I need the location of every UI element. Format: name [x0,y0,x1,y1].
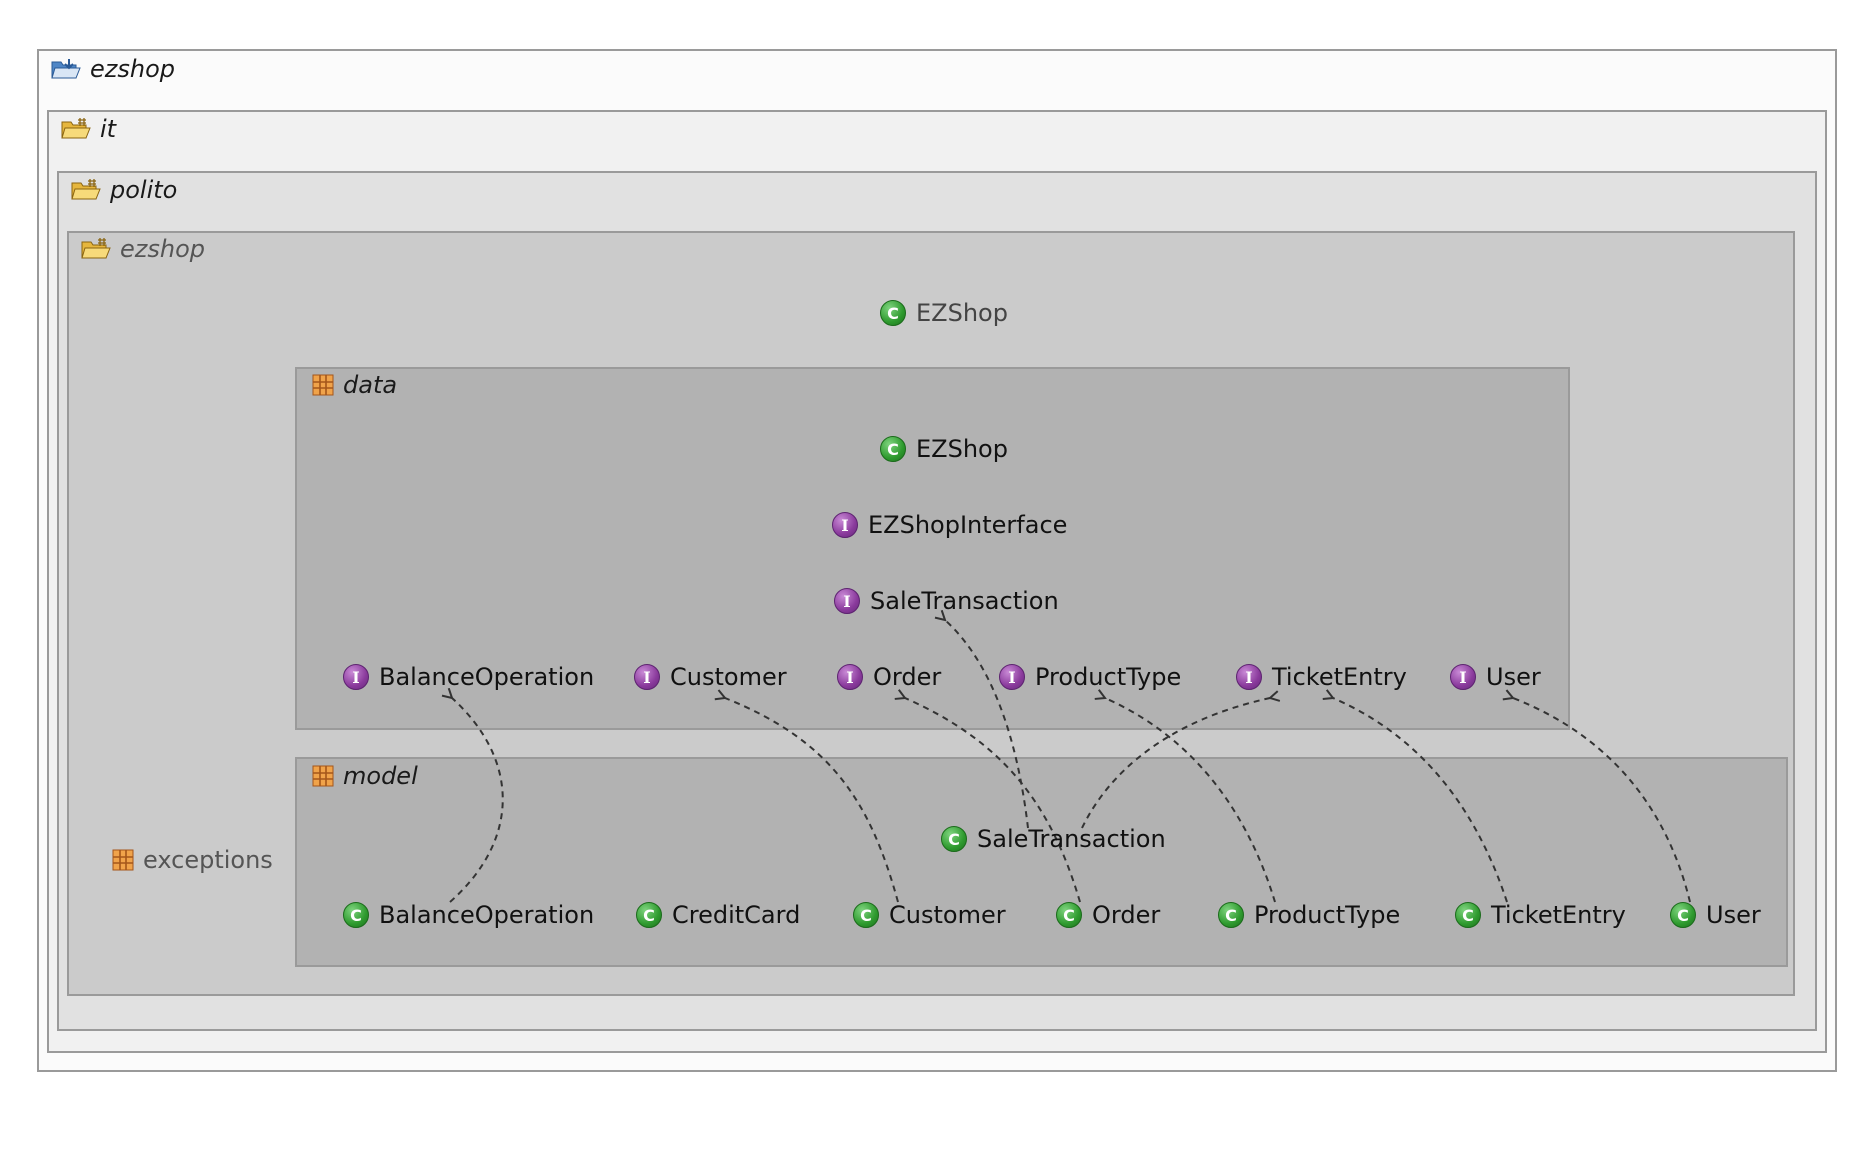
interface-user[interactable]: I User [1450,660,1541,694]
interface-order[interactable]: I Order [837,660,941,694]
package-exceptions[interactable]: exceptions [111,843,273,877]
package-name: model [343,762,418,790]
class-model-producttype[interactable]: C ProductType [1218,898,1400,932]
package-name: ezshop [120,235,205,263]
interface-saletransaction[interactable]: I SaleTransaction [834,584,1059,618]
class-label: EZShop [916,299,1008,327]
interface-icon: I [837,664,863,690]
class-icon: C [941,826,967,852]
class-icon: C [853,902,879,928]
package-name: ezshop [90,55,175,83]
interface-label: User [1486,663,1541,691]
open-folder-icon [51,59,81,79]
edge-product [1105,698,1276,903]
package-name: exceptions [143,846,273,874]
interface-ezshopinterface[interactable]: I EZShopInterface [832,508,1067,542]
class-label: ProductType [1254,901,1401,929]
class-icon: C [636,902,662,928]
class-label: TicketEntry [1491,901,1626,929]
interface-icon: I [343,664,369,690]
interface-icon: I [1450,664,1476,690]
package-label-polito: polito [70,173,177,207]
interface-label: EZShopInterface [868,511,1068,539]
class-label: CreditCard [672,901,801,929]
edge-sale [945,620,1029,829]
package-name: polito [110,176,178,204]
package-folder-icon [81,238,111,259]
class-label: Order [1092,901,1161,929]
class-model-creditcard[interactable]: C CreditCard [636,898,800,932]
package-grid-icon [112,849,134,871]
package-name: data [343,371,398,399]
class-icon: C [343,902,369,928]
interface-balanceoperation[interactable]: I BalanceOperation [343,660,594,694]
interface-label: ProductType [1035,663,1182,691]
interface-icon: I [832,512,858,538]
package-label-it: it [60,112,116,146]
package-label-model: model [311,759,418,793]
class-data-ezshop[interactable]: C EZShop [880,432,1008,466]
class-icon: C [1056,902,1082,928]
edge-sale-ticket [1081,698,1270,829]
class-icon: C [1455,902,1481,928]
edge-user [1513,698,1691,903]
interface-icon: I [999,664,1025,690]
package-label-data: data [311,368,397,402]
class-model-saletransaction[interactable]: C SaleTransaction [941,822,1166,856]
class-model-ticketentry[interactable]: C TicketEntry [1455,898,1626,932]
package-folder-icon [71,179,101,200]
class-label: User [1706,901,1761,929]
edge-order [905,698,1081,903]
package-folder-icon [61,118,91,139]
interface-icon: I [1236,664,1262,690]
class-model-user[interactable]: C User [1670,898,1761,932]
interface-icon: I [634,664,660,690]
class-icon: C [1218,902,1244,928]
interface-label: Order [873,663,942,691]
class-icon: C [880,300,906,326]
edge-customer [725,698,899,903]
interface-producttype[interactable]: I ProductType [999,660,1181,694]
package-grid-icon [312,374,334,396]
package-data[interactable] [295,367,1570,730]
package-grid-icon [312,765,334,787]
package-label-ezshop: ezshop [80,232,205,266]
interface-label: Customer [670,663,787,691]
class-icon: C [880,436,906,462]
class-model-balanceoperation[interactable]: C BalanceOperation [343,898,594,932]
package-model[interactable] [295,757,1788,967]
edge-ticket [1333,698,1508,903]
class-icon: C [1670,902,1696,928]
class-label: SaleTransaction [977,825,1166,853]
interface-label: SaleTransaction [870,587,1059,615]
class-label: Customer [889,901,1006,929]
interface-customer[interactable]: I Customer [634,660,787,694]
class-ezshop[interactable]: C EZShop [880,296,1008,330]
class-model-customer[interactable]: C Customer [853,898,1006,932]
edge-balance [450,698,504,903]
interface-label: TicketEntry [1272,663,1407,691]
class-model-order[interactable]: C Order [1056,898,1160,932]
interface-icon: I [834,588,860,614]
interface-label: BalanceOperation [379,663,595,691]
interface-ticketentry[interactable]: I TicketEntry [1236,660,1407,694]
package-name: it [100,115,117,143]
class-label: EZShop [916,435,1008,463]
package-label-root: ezshop [50,52,175,86]
class-label: BalanceOperation [379,901,595,929]
